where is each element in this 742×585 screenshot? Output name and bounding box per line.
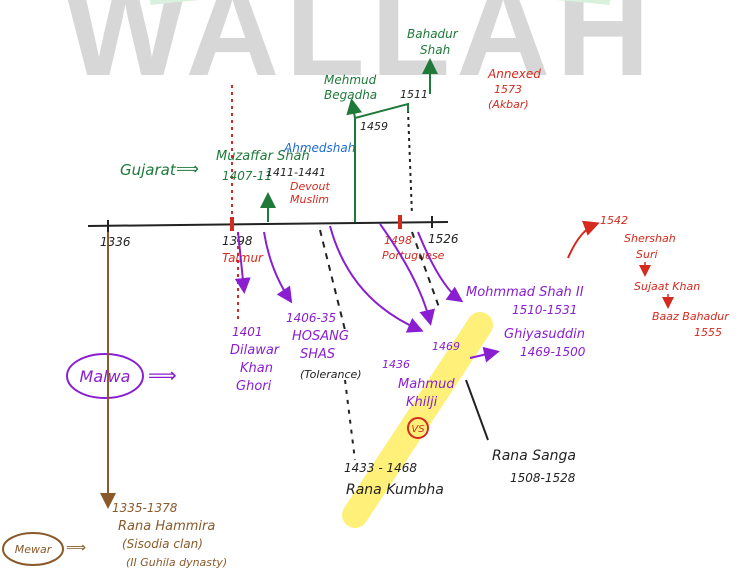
hamira-name: Rana Hammira bbox=[118, 519, 215, 534]
annexed-line1: Annexed bbox=[487, 67, 541, 81]
mahmud-arrow-1436 bbox=[329, 225, 424, 333]
mahmud-line1: Mahmud bbox=[398, 377, 455, 392]
year-1526: 1526 bbox=[428, 232, 459, 246]
dilawar-line3: Ghori bbox=[236, 379, 272, 394]
year-1469: 1469 bbox=[432, 340, 460, 353]
year-1498: 1498 bbox=[384, 234, 412, 247]
label-portuguese: Portuguese bbox=[382, 249, 445, 262]
hosang-line1: HOSANG bbox=[292, 329, 349, 344]
sanga-name: Rana Sanga bbox=[492, 448, 576, 464]
bahadur-line1: Bahadur bbox=[407, 27, 459, 41]
arrow-mewar: ⟹ bbox=[66, 540, 86, 556]
dilawar-line2: Khan bbox=[240, 361, 273, 376]
arrow-gujarat: ⟹ bbox=[176, 159, 199, 178]
kumbha-years: 1433 - 1468 bbox=[344, 461, 417, 475]
dilawar-line1: Dilawar bbox=[230, 343, 281, 358]
hosang-years: 1406-35 bbox=[286, 311, 336, 325]
timeline-axis bbox=[87, 221, 449, 227]
year-1436: 1436 bbox=[382, 358, 410, 371]
devout: Devout bbox=[290, 180, 330, 193]
label-malwa: Malwa bbox=[80, 367, 131, 386]
sher-line1: 1542 bbox=[600, 214, 628, 227]
kumbha-name: Rana Kumbha bbox=[346, 482, 444, 498]
highlight-band bbox=[342, 312, 493, 528]
ghiyas-years: 1469-1500 bbox=[520, 345, 586, 359]
begadha-arrow bbox=[346, 98, 363, 119]
year-1511: 1511 bbox=[400, 88, 428, 101]
hosang-line2: SHAS bbox=[300, 347, 335, 362]
dashed-to-kumbha bbox=[319, 229, 346, 331]
ms2-arrow bbox=[417, 231, 464, 303]
hosang-line3: (Tolerance) bbox=[300, 368, 362, 381]
muzaffar-years: 1407-11 bbox=[222, 169, 272, 183]
sher-arrow bbox=[567, 220, 600, 259]
sanga-years: 1508-1528 bbox=[510, 471, 576, 485]
begadha-bracket bbox=[354, 102, 409, 222]
dashed-1511 bbox=[407, 109, 413, 216]
vs-circle bbox=[407, 417, 429, 439]
arrow-malwa: ⟹ bbox=[148, 363, 177, 387]
year-1336: 1336 bbox=[100, 235, 131, 249]
line-to-sanga bbox=[465, 379, 489, 441]
mahmud-arrow-1469 bbox=[379, 223, 435, 326]
label-mewar: Mewar bbox=[15, 543, 53, 556]
ahmedshah-years: 1411-1441 bbox=[266, 166, 326, 179]
hamira-years: 1335-1378 bbox=[112, 501, 178, 515]
vs-label: VS bbox=[411, 424, 425, 435]
annexed-line2: 1573 bbox=[494, 83, 522, 96]
ms2-name: Mohmmad Shah II bbox=[466, 285, 584, 300]
ms2-years: 1510-1531 bbox=[512, 303, 577, 317]
ahmedshah-name: Ahmedshah bbox=[283, 141, 355, 155]
watermark: WALLAH bbox=[64, 0, 656, 103]
dilawar-year: 1401 bbox=[232, 325, 263, 339]
ghiyas-name: Ghiyasuddin bbox=[504, 327, 585, 342]
hosang-arrow bbox=[263, 231, 293, 304]
year-1459: 1459 bbox=[360, 120, 388, 133]
sujaat: Sujaat Khan bbox=[634, 280, 700, 293]
hamira-dynasty: (II Guhila dynasty) bbox=[126, 556, 227, 569]
dashed-to-sanga bbox=[411, 231, 441, 311]
dilawar-arrow bbox=[234, 231, 251, 294]
dashed-kumbha-low bbox=[344, 379, 356, 461]
sher-line2: Shershah bbox=[624, 232, 676, 245]
malwa-oval bbox=[66, 353, 144, 399]
baaz-line2: 1555 bbox=[694, 326, 722, 339]
mahmud-line2: Khilji bbox=[406, 395, 438, 410]
mewar-oval bbox=[2, 532, 64, 566]
begadha-line2: Begadha bbox=[324, 88, 377, 102]
sher-line3: Suri bbox=[636, 248, 658, 261]
bahadur-line2: Shah bbox=[420, 43, 450, 57]
hamira-clan: (Sisodia clan) bbox=[122, 537, 203, 551]
label-timur: Taimur bbox=[222, 251, 264, 265]
ghiyas-arrow bbox=[469, 346, 500, 363]
muslim: Muslim bbox=[290, 193, 329, 206]
annexed-line3: (Akbar) bbox=[488, 98, 529, 111]
begadha-line1: Mehmud bbox=[324, 73, 377, 87]
baaz-line1: Baaz Bahadur bbox=[652, 310, 730, 323]
label-gujarat: Gujarat bbox=[120, 161, 177, 179]
muzaffar-shah: Muzaffar Shah bbox=[216, 149, 310, 164]
